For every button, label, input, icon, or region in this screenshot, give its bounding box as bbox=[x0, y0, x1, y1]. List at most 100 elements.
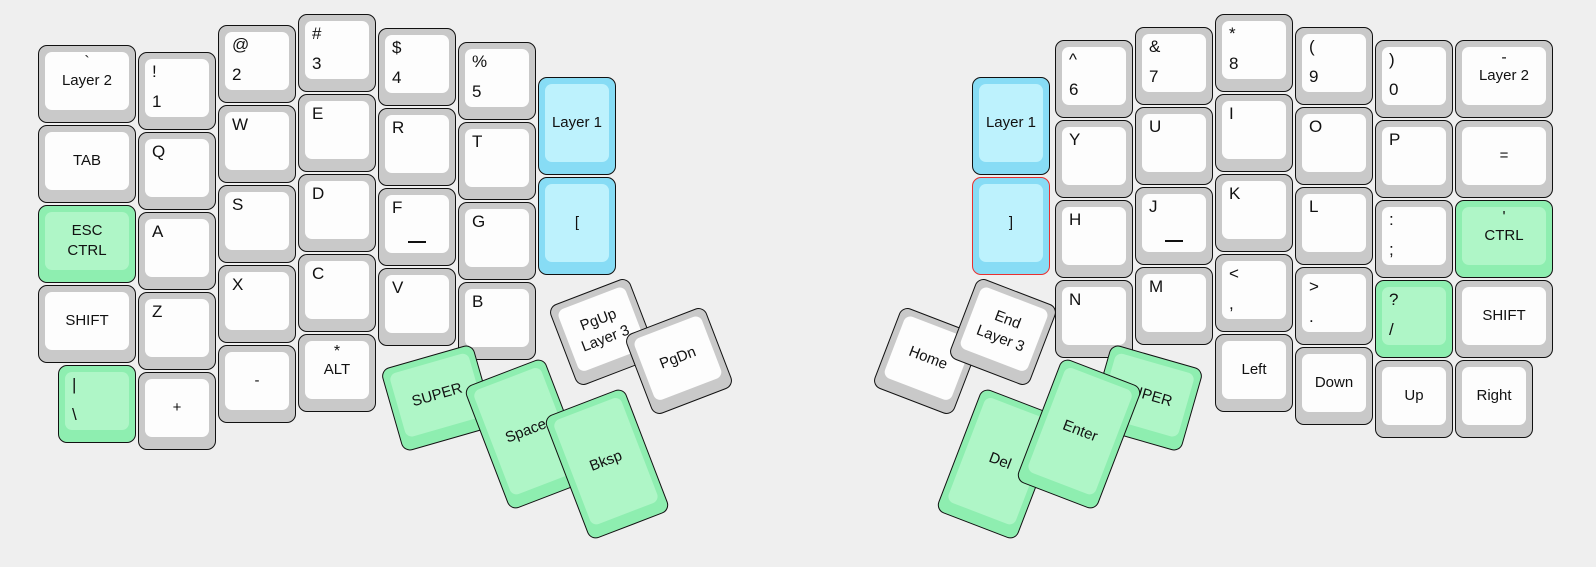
key-r-o[interactable]: O bbox=[1295, 107, 1373, 185]
key-l-pipe-bslash[interactable]: |\ bbox=[58, 365, 136, 443]
key-legend-base: 1 bbox=[152, 92, 162, 111]
key-legend-center: Left bbox=[1241, 361, 1267, 379]
key-l-5[interactable]: %5 bbox=[458, 42, 536, 120]
key-r-0[interactable]: )0 bbox=[1375, 40, 1453, 118]
key-r-7[interactable]: &7 bbox=[1135, 27, 1213, 105]
key-r-h[interactable]: H bbox=[1055, 200, 1133, 278]
key-r-minus-layer2[interactable]: -Layer 2 bbox=[1455, 40, 1553, 118]
homing-bar-indicator bbox=[1165, 240, 1183, 242]
key-legend-base: F bbox=[392, 198, 403, 217]
keycap-surface: M bbox=[1142, 274, 1206, 332]
key-legend-center: Enter bbox=[1060, 416, 1100, 446]
key-l-4[interactable]: $4 bbox=[378, 28, 456, 106]
keycap-surface: C bbox=[305, 261, 369, 319]
key-l-d[interactable]: D bbox=[298, 174, 376, 252]
key-legend-base: M bbox=[1149, 277, 1164, 296]
key-l-esc-ctrl[interactable]: ESC CTRL bbox=[38, 205, 136, 283]
key-l-v[interactable]: V bbox=[378, 268, 456, 346]
key-r-semicolon[interactable]: :; bbox=[1375, 200, 1453, 278]
key-r-p[interactable]: P bbox=[1375, 120, 1453, 198]
key-legend-base: Q bbox=[152, 142, 166, 161]
key-r-k[interactable]: K bbox=[1215, 174, 1293, 252]
key-r-m[interactable]: M bbox=[1135, 267, 1213, 345]
key-l-r[interactable]: R bbox=[378, 108, 456, 186]
key-l-layer1[interactable]: Layer 1 bbox=[538, 77, 616, 175]
key-r-rbracket[interactable]: ] bbox=[972, 177, 1050, 275]
key-legend-base: S bbox=[232, 195, 244, 214]
keycap-surface: Layer 1 bbox=[979, 84, 1043, 162]
keycap-surface: -Layer 2 bbox=[1462, 47, 1546, 105]
key-r-comma[interactable]: <, bbox=[1215, 254, 1293, 332]
key-legend-center: = bbox=[1499, 147, 1509, 165]
keycap-surface: S bbox=[225, 192, 289, 250]
key-r-6[interactable]: ^6 bbox=[1055, 40, 1133, 118]
key-legend-shifted: ( bbox=[1309, 37, 1315, 56]
keycap-surface: I bbox=[1222, 101, 1286, 159]
key-r-slash[interactable]: ?/ bbox=[1375, 280, 1453, 358]
key-l-1[interactable]: !1 bbox=[138, 52, 216, 130]
key-l-s[interactable]: S bbox=[218, 185, 296, 263]
key-r-9[interactable]: (9 bbox=[1295, 27, 1373, 105]
key-l-c[interactable]: C bbox=[298, 254, 376, 332]
keycap-surface: G bbox=[465, 209, 529, 267]
key-r-j[interactable]: J bbox=[1135, 187, 1213, 265]
key-l-w[interactable]: W bbox=[218, 105, 296, 183]
key-l-b[interactable]: B bbox=[458, 282, 536, 360]
key-legend-center: Layer 1 bbox=[551, 114, 603, 132]
key-legend-base: B bbox=[472, 292, 484, 311]
keycap-surface: Right bbox=[1462, 367, 1526, 425]
key-legend-center: TAB bbox=[72, 152, 102, 170]
key-r-left[interactable]: Left bbox=[1215, 334, 1293, 412]
key-l-plus[interactable]: + bbox=[138, 372, 216, 450]
key-r-8[interactable]: *8 bbox=[1215, 14, 1293, 92]
key-r-u[interactable]: U bbox=[1135, 107, 1213, 185]
key-legend-shifted: & bbox=[1149, 37, 1161, 56]
key-l-q[interactable]: Q bbox=[138, 132, 216, 210]
keycap-surface: X bbox=[225, 272, 289, 330]
keycap-surface: &7 bbox=[1142, 34, 1206, 92]
key-r-up[interactable]: Up bbox=[1375, 360, 1453, 438]
key-l-grave-layer2[interactable]: `Layer 2 bbox=[38, 45, 136, 123]
key-l-3[interactable]: #3 bbox=[298, 14, 376, 92]
key-legend-shifted: % bbox=[472, 52, 488, 71]
keycap-surface: [ bbox=[545, 184, 609, 262]
key-l-g[interactable]: G bbox=[458, 202, 536, 280]
key-legend-shifted: : bbox=[1389, 210, 1394, 229]
keycap-surface: T bbox=[465, 129, 529, 187]
keycap-surface: )0 bbox=[1382, 47, 1446, 105]
key-r-shift[interactable]: SHIFT bbox=[1455, 280, 1553, 358]
key-legend-base: 3 bbox=[312, 54, 322, 73]
key-legend-base: 2 bbox=[232, 65, 242, 84]
key-r-down[interactable]: Down bbox=[1295, 347, 1373, 425]
key-r-equals[interactable]: = bbox=[1455, 120, 1553, 198]
key-r-i[interactable]: I bbox=[1215, 94, 1293, 172]
key-legend-base: C bbox=[312, 264, 325, 283]
key-l-shift[interactable]: SHIFT bbox=[38, 285, 136, 363]
keycap-surface: V bbox=[385, 275, 449, 333]
key-r-quote-ctrl[interactable]: 'CTRL bbox=[1455, 200, 1553, 278]
key-l-alt[interactable]: *ALT bbox=[298, 334, 376, 412]
key-legend-base: L bbox=[1309, 197, 1319, 216]
key-l-a[interactable]: A bbox=[138, 212, 216, 290]
key-legend-base: Y bbox=[1069, 130, 1081, 149]
key-r-enter[interactable]: Enter bbox=[1015, 356, 1143, 512]
key-l-minus[interactable]: - bbox=[218, 345, 296, 423]
key-l-lbracket[interactable]: [ bbox=[538, 177, 616, 275]
key-l-z[interactable]: Z bbox=[138, 292, 216, 370]
key-r-l[interactable]: L bbox=[1295, 187, 1373, 265]
key-l-t[interactable]: T bbox=[458, 122, 536, 200]
key-r-period[interactable]: >. bbox=[1295, 267, 1373, 345]
key-r-y[interactable]: Y bbox=[1055, 120, 1133, 198]
key-l-e[interactable]: E bbox=[298, 94, 376, 172]
key-legend-base: 7 bbox=[1149, 67, 1159, 86]
key-l-2[interactable]: @2 bbox=[218, 25, 296, 103]
key-legend-shifted: ) bbox=[1389, 50, 1395, 69]
key-l-f[interactable]: F bbox=[378, 188, 456, 266]
keycap-surface: $4 bbox=[385, 35, 449, 93]
key-l-tab[interactable]: TAB bbox=[38, 125, 136, 203]
key-l-x[interactable]: X bbox=[218, 265, 296, 343]
keycap-surface: A bbox=[145, 219, 209, 277]
key-legend-center: - bbox=[254, 372, 260, 390]
key-r-layer1[interactable]: Layer 1 bbox=[972, 77, 1050, 175]
key-r-right[interactable]: Right bbox=[1455, 360, 1533, 438]
